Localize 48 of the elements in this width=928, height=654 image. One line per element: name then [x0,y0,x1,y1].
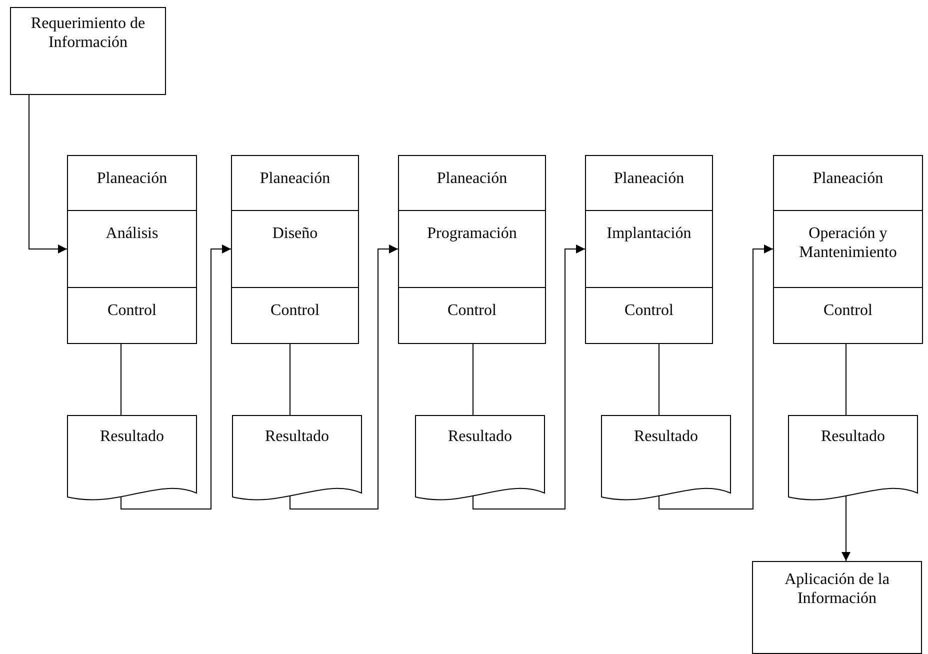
box-label: Operación y Mantenimiento [798,224,898,262]
end-box [752,561,922,654]
arrow [842,494,850,562]
box-label: Resultado [820,427,886,446]
stage-box [231,210,359,288]
connector-line [120,344,122,416]
box-label: Implantación [606,224,692,243]
planning-box [231,155,359,211]
box-label: Programación [426,224,518,243]
arrow [658,244,774,510]
planning-box [67,155,197,211]
control-box [585,287,713,344]
box-label: Resultado [99,427,165,446]
box-label: Control [446,301,498,320]
box-label: Planeación [612,169,686,188]
arrow [472,244,586,510]
box-label: Planeación [436,169,508,188]
box-label: Requerimiento de Información [30,14,146,52]
arrow [290,244,398,510]
planning-box [773,155,923,211]
planning-box [585,155,713,211]
box-label: Resultado [447,427,513,446]
connector-line [658,344,660,416]
control-box [67,287,197,344]
box-label: Control [822,301,874,320]
box-label: Resultado [264,427,330,446]
stage-box [585,210,713,288]
stage-box [773,210,923,288]
arrow [120,244,232,510]
connector-line [472,344,474,416]
box-label: Aplicación de la Información [784,570,890,608]
control-box [398,287,546,344]
stage-box [67,210,197,288]
planning-box [398,155,546,211]
box-label: Diseño [271,224,319,243]
box-label: Análisis [104,224,160,243]
start-box [10,7,166,95]
box-label: Control [624,301,674,320]
box-label: Planeación [258,169,332,188]
control-box [231,287,359,344]
control-box [773,287,923,344]
box-label: Control [270,301,320,320]
box-label: Planeación [96,169,168,188]
stage-box [398,210,546,288]
box-label: Planeación [812,169,884,188]
box-label: Resultado [633,427,699,446]
arrow [28,94,68,254]
box-label: Control [106,301,158,320]
